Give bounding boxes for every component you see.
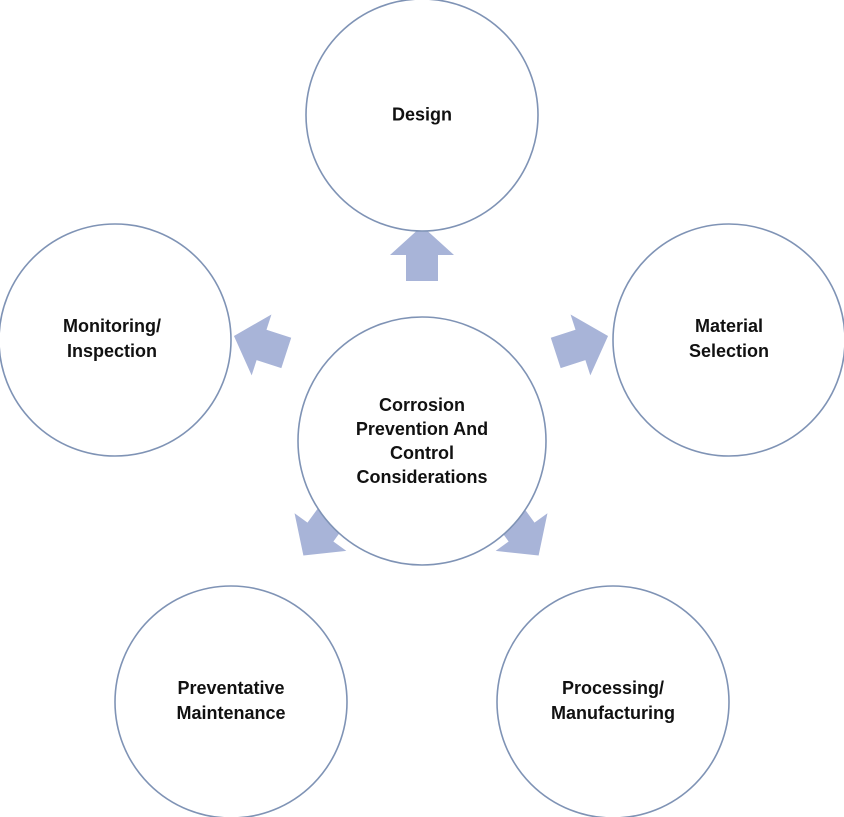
design-label: Design — [317, 103, 527, 128]
center-label-line-4: Considerations — [356, 467, 488, 487]
monitoring-inspection-label-line-2: Inspection — [66, 341, 157, 361]
design-label-line-1: Design — [391, 104, 452, 125]
center-label: Corrosion Prevention And Control Conside… — [317, 393, 527, 489]
material-selection-label: Material Selection — [624, 314, 834, 364]
preventative-maintenance-label-line-2: Maintenance — [176, 703, 286, 723]
preventative-maintenance-label: Preventative Maintenance — [126, 676, 336, 726]
arrow-to-material-selection — [550, 314, 609, 376]
preventative-maintenance-circle — [114, 585, 348, 817]
material-selection-label-line-2: Selection — [688, 341, 770, 361]
center-label-line-1: Corrosion — [378, 395, 465, 415]
processing-manufacturing-label-line-2: Manufacturing — [551, 703, 675, 723]
center-label-line-2: Prevention And — [355, 419, 489, 439]
center-circle — [297, 316, 547, 566]
monitoring-inspection-label: Monitoring/ Inspection — [7, 314, 217, 364]
material-selection-label-line-1: Material — [694, 316, 764, 336]
monitoring-inspection-label-line-1: Monitoring/ — [63, 316, 161, 336]
processing-manufacturing-circle — [496, 585, 730, 817]
preventative-maintenance-label-line-1: Preventative — [177, 678, 285, 698]
arrow-to-monitoring-inspection — [233, 314, 292, 376]
processing-manufacturing-label: Processing/ Manufacturing — [508, 676, 718, 726]
material-selection-circle — [612, 223, 844, 457]
center-label-line-3: Control — [390, 443, 454, 463]
monitoring-inspection-circle — [0, 223, 232, 457]
design-circle — [305, 0, 539, 232]
arrow-to-design — [390, 226, 454, 281]
processing-manufacturing-label-line-1: Processing/ — [561, 678, 665, 698]
